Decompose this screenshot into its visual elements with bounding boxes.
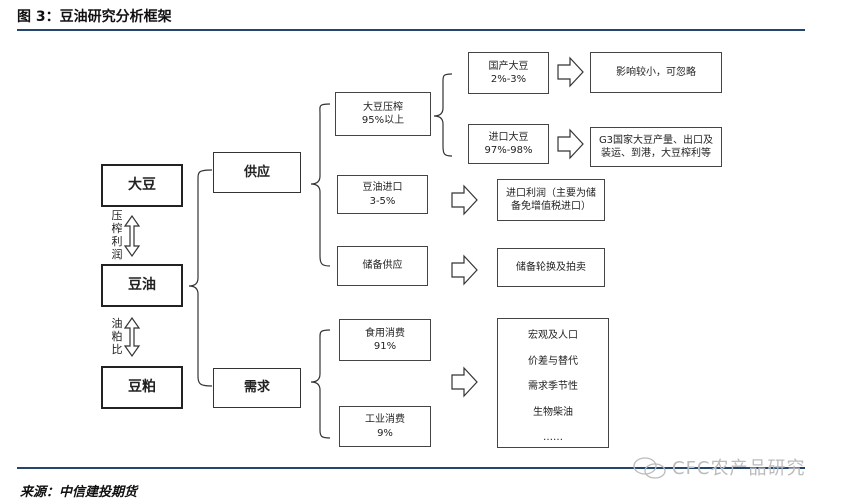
arrow-domestic <box>557 56 584 88</box>
node-reserve-effect: 储备轮换及拍卖 <box>497 248 605 287</box>
node-soymeal: 豆粕 <box>101 366 183 409</box>
double-arrow-upper <box>123 214 141 258</box>
node-demand-factors: 宏观及人口 价差与替代 需求季节性 生物柴油 …… <box>497 318 609 448</box>
arrow-imported <box>557 128 584 160</box>
demand-brace <box>310 329 331 439</box>
node-demand: 需求 <box>213 368 301 408</box>
label-oil-meal-ratio: 油 粕 比 <box>111 317 123 356</box>
demand-factor: 宏观及人口 <box>528 330 578 341</box>
main-brace <box>188 169 213 387</box>
top-rule <box>17 29 805 31</box>
wechat-icon <box>633 457 666 479</box>
node-crush: 大豆压榨 95%以上 <box>335 92 431 136</box>
arrow-demand <box>451 366 478 398</box>
watermark: CFC农产品研究 <box>672 458 806 479</box>
node-oil-import: 豆油进口 3-5% <box>337 175 428 214</box>
node-industrial-consumption: 工业消费 9% <box>339 406 431 447</box>
node-domestic-soybean: 国产大豆 2%-3% <box>468 52 549 94</box>
node-oil-import-effect: 进口利润（主要为储 备免增值税进口） <box>497 179 605 221</box>
crush-brace <box>433 73 453 157</box>
demand-factor: 需求季节性 <box>528 381 578 392</box>
node-imported-soybean: 进口大豆 97%-98% <box>468 124 549 164</box>
demand-factor: 生物柴油 <box>533 406 573 418</box>
supply-brace <box>310 103 331 267</box>
node-soybean: 大豆 <box>101 164 183 207</box>
demand-factor: …… <box>543 432 563 443</box>
node-supply: 供应 <box>213 152 301 193</box>
source-note: 来源：中信建投期货 <box>20 485 138 500</box>
label-crush-margin: 压 榨 利 润 <box>111 209 123 261</box>
node-reserve: 储备供应 <box>337 246 428 286</box>
node-imported-effect: G3国家大豆产量、出口及 装运、到港，大豆榨利等 <box>590 127 722 167</box>
node-soyoil: 豆油 <box>101 264 183 307</box>
arrow-reserve <box>451 254 478 286</box>
demand-factor: 价差与替代 <box>528 355 578 367</box>
node-food-consumption: 食用消费 91% <box>339 319 431 361</box>
figure-title: 图 3：豆油研究分析框架 <box>17 9 172 25</box>
node-domestic-effect: 影响较小，可忽略 <box>590 52 722 93</box>
double-arrow-lower <box>123 316 141 358</box>
arrow-oil-import <box>451 184 478 216</box>
bottom-rule <box>17 467 805 469</box>
